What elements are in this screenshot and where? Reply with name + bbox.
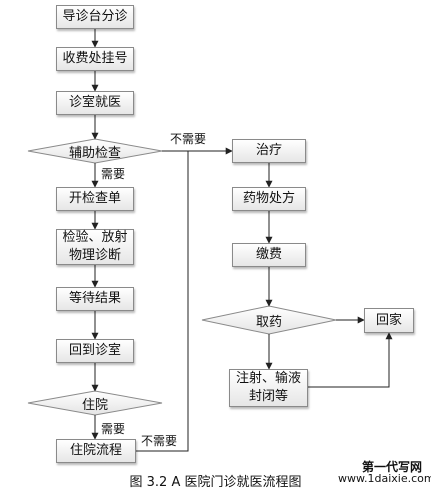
watermark-site-url: www.1daixie.com bbox=[338, 472, 431, 485]
edge-label-not-needed-1: 不需要 bbox=[170, 132, 207, 146]
node-home: 回家 bbox=[364, 308, 414, 333]
edge-admission-treat bbox=[136, 151, 189, 452]
edge-label-needed-2: 需要 bbox=[101, 422, 126, 436]
node-register: 收费处挂号 bbox=[56, 47, 134, 71]
watermark-site-name: 第一代写网 bbox=[362, 460, 423, 474]
node-aux-check-label: 辅助检查 bbox=[68, 145, 121, 161]
edge-label-not-needed-2: 不需要 bbox=[141, 434, 178, 448]
node-admission: 住院流程 bbox=[56, 439, 136, 463]
figure-caption: 图 3.2 A 医院门诊就医流程图 bbox=[129, 475, 302, 490]
node-wait: 等待结果 bbox=[56, 287, 134, 311]
node-order: 开检查单 bbox=[56, 187, 134, 211]
node-injection: 注射、输液 封闭等 bbox=[229, 369, 308, 407]
decision-hospitalize-shape bbox=[27, 390, 163, 416]
node-rx: 药物处方 bbox=[232, 187, 306, 211]
node-treat: 治疗 bbox=[232, 139, 306, 163]
node-pay: 缴费 bbox=[232, 243, 306, 267]
edge-label-needed-1: 需要 bbox=[101, 167, 126, 181]
node-lab: 检验、放射 物理诊断 bbox=[56, 229, 134, 265]
node-back: 回到诊室 bbox=[56, 339, 134, 363]
node-consult: 诊室就医 bbox=[56, 91, 134, 115]
node-hospitalize-label: 住院 bbox=[81, 397, 108, 413]
node-pickup-label: 取药 bbox=[255, 314, 282, 330]
node-triage: 导诊台分诊 bbox=[56, 5, 134, 29]
edge-injection-home bbox=[308, 332, 393, 388]
